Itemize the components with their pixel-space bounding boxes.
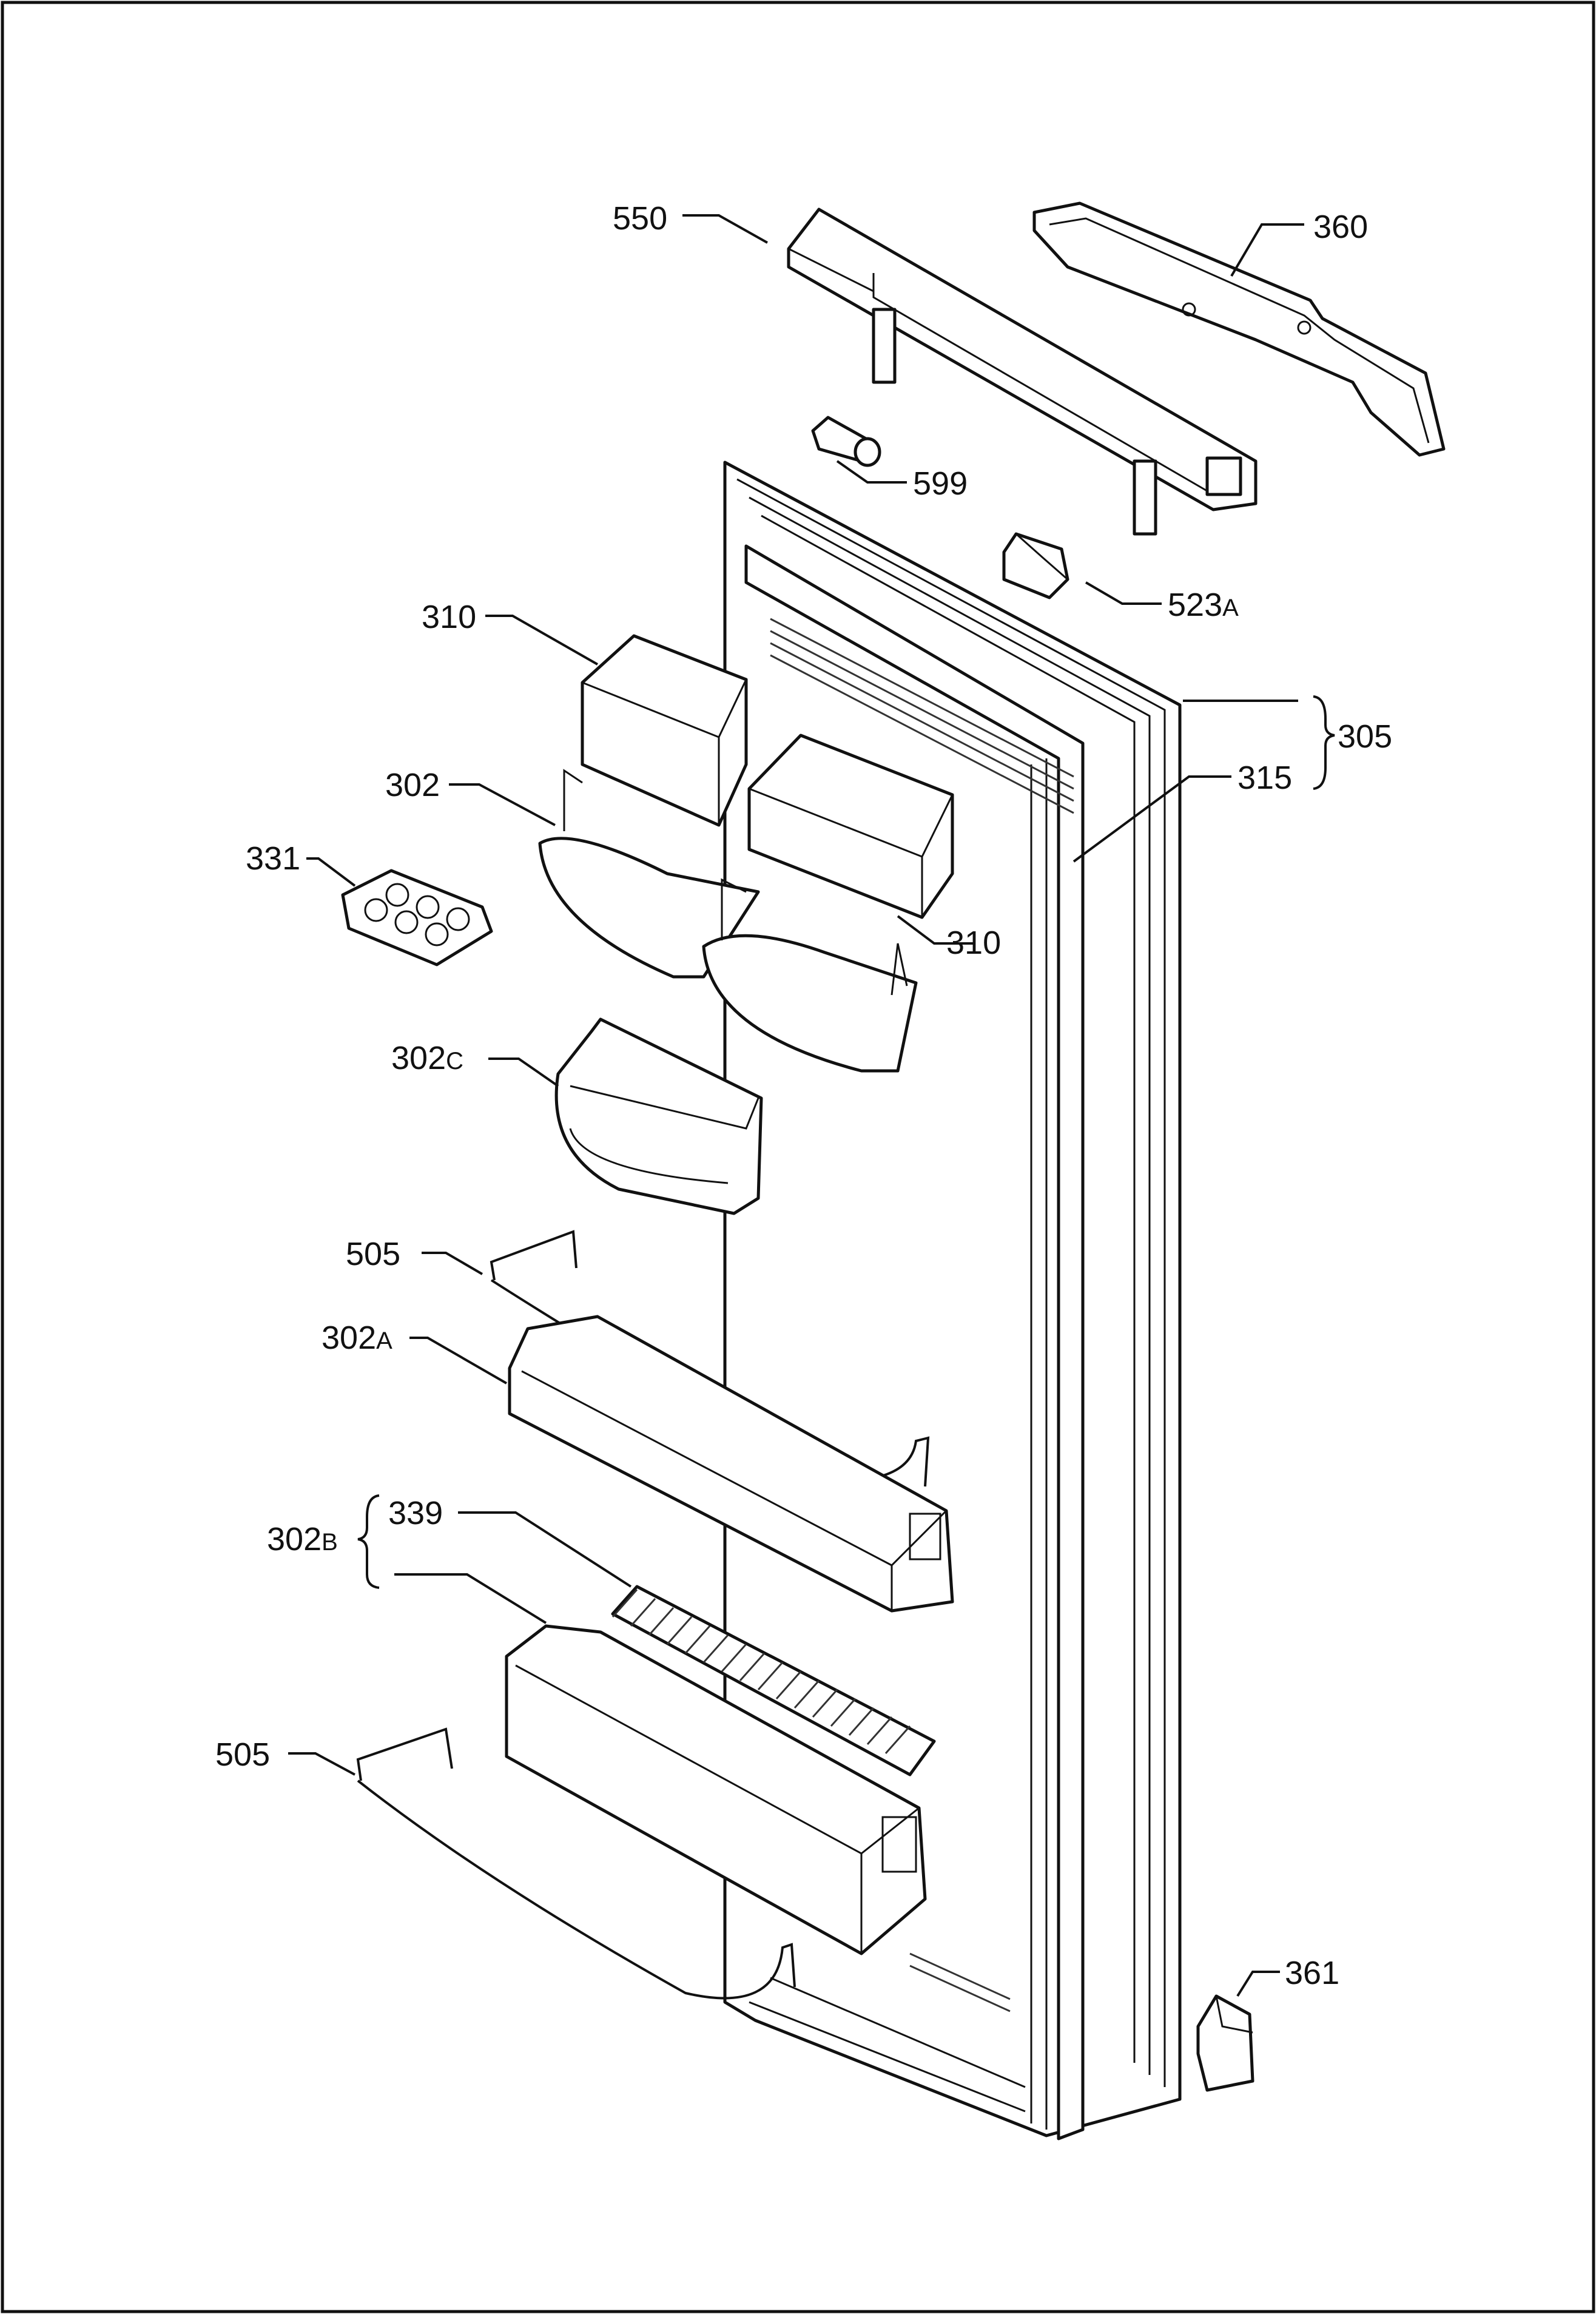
door-bin-a <box>508 1315 954 1613</box>
callout-361: 361 <box>1285 1955 1339 1991</box>
top-hinge-bar <box>787 207 1258 536</box>
door-shelf-right <box>702 878 918 1073</box>
callout-505-upper: 505 <box>346 1236 400 1272</box>
door-bin-b <box>505 1624 927 1955</box>
callout-302b: 302B <box>267 1521 338 1557</box>
callout-302c: 302C <box>391 1040 463 1076</box>
callout-302: 302 <box>385 767 440 803</box>
stop-block <box>1002 532 1069 599</box>
bottle-rail-lower <box>356 1727 796 2000</box>
callout-315: 315 <box>1237 760 1292 796</box>
callout-331: 331 <box>246 840 300 877</box>
hinge-bracket <box>1032 201 1446 457</box>
callout-310-upper: 310 <box>422 599 476 635</box>
callout-550: 550 <box>613 200 667 237</box>
callout-339: 339 <box>388 1495 443 1531</box>
door-shelf-left <box>538 769 760 979</box>
pin <box>811 416 881 467</box>
egg-tray <box>341 869 493 966</box>
small-door-bin <box>554 1017 763 1215</box>
callout-305: 305 <box>1338 718 1392 755</box>
callout-302a: 302A <box>322 1320 392 1356</box>
callout-599: 599 <box>913 465 968 502</box>
bottom-hinge-clip <box>1196 1994 1254 2092</box>
leader-lines <box>288 214 1335 1997</box>
callout-labels: 550 360 599 523A 310 305 315 302 331 310… <box>215 200 1392 1991</box>
callout-523a: 523A <box>1168 587 1239 623</box>
callout-505-lower: 505 <box>215 1736 270 1773</box>
shelf-cover-right <box>747 734 954 919</box>
divider-grid <box>611 1585 936 1776</box>
shelf-cover-upper-left <box>581 634 748 827</box>
callout-310-right: 310 <box>946 925 1001 961</box>
callout-360: 360 <box>1313 209 1368 245</box>
